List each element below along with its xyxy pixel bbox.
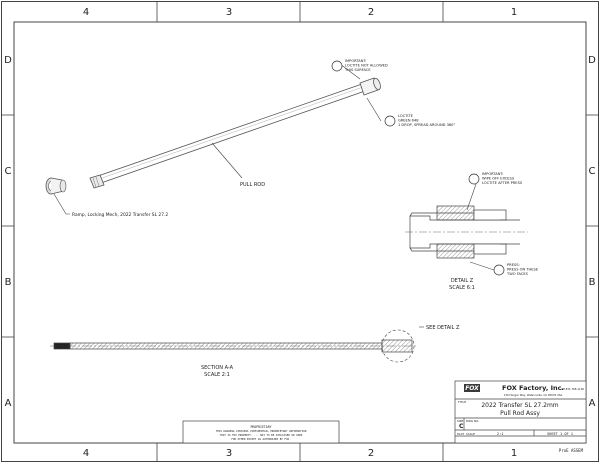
proprietary-notice: PROPRIETARY THIS DRAWING CONTAINS CONFID…: [182, 420, 340, 444]
note-no-loctite-1: IMPORTANT:: [345, 59, 366, 63]
ramp-label: Ramp, Locking Mech, 2022 Transfer SL 27.…: [72, 212, 168, 218]
section-a-a-view: [50, 329, 416, 363]
note-no-loctite-3: THIS SURFACE: [344, 68, 371, 72]
col-label-2: 2: [368, 7, 374, 18]
note-wipe-1: IMPORTANT:: [482, 172, 503, 176]
note-press-3: TWO FACES: [506, 272, 529, 276]
ramp-part: [45, 177, 67, 195]
note-symbols: [331, 60, 505, 276]
sheet-number: SHEET 1 OF 1: [547, 432, 573, 436]
drawing-title-line-1: 2022 Transfer SL 27.2mm: [481, 402, 558, 409]
drawing-title-line-2: Pull Rod Assy: [500, 410, 540, 417]
plot-scale-value: 2:1: [497, 432, 504, 436]
title-block-footer: ProE ASSEM: [559, 448, 584, 453]
col-label-2-bottom: 2: [368, 448, 374, 459]
proprietary-line-3: THAT IS FOX PROPERTY. ... NOT TO BE DISC…: [220, 433, 303, 437]
col-label-3-bottom: 3: [226, 448, 232, 459]
note-wipe-3: LOCTITE AFTER PRESS: [482, 181, 523, 185]
row-label-a: A: [5, 398, 12, 409]
row-label-b: B: [5, 277, 12, 288]
proprietary-line-2: THIS DRAWING CONTAINS CONFIDENTIAL PROPR…: [216, 429, 307, 433]
section-scale: SCALE 2:1: [204, 372, 230, 378]
proprietary-line-4: FOR OTHER EXCEPT AS AUTHORIZED BY FOX.: [231, 437, 290, 441]
pull-rod-label: PULL ROD: [240, 182, 265, 188]
note-loctite-3: 1 DROP, SPREAD AROUND 360°: [398, 123, 455, 127]
drawing-frame: [13, 21, 587, 444]
detail-z-view: [405, 205, 528, 259]
row-label-a-right: A: [589, 398, 596, 409]
note-wipe-2: WIPE OFF EXCESS: [482, 177, 515, 181]
size-label: SIZE: [457, 419, 464, 423]
pull-rod-isometric: [89, 77, 381, 189]
proprietary-line-1: PROPRIETARY: [250, 425, 271, 429]
row-label-c: C: [5, 166, 12, 177]
col-label-4: 4: [83, 7, 89, 18]
row-label-d: D: [4, 55, 12, 66]
col-label-1: 1: [511, 7, 517, 18]
note-no-loctite-2: LOCTITE NOT ALLOWED: [345, 64, 388, 68]
note-press-2: PRESS ON THESE: [507, 268, 539, 272]
plot-scale-label: PLOT SCALE: [457, 432, 475, 436]
col-label-1-bottom: 1: [511, 448, 517, 459]
fox-logo-box: [464, 384, 480, 392]
note-loctite-2: GREEN 648: [398, 119, 419, 123]
company-address: 130 Hangar Way, Watsonville, CA 95076 US…: [504, 393, 563, 397]
company-phone: PH 831-768-1100: [561, 387, 584, 391]
see-detail-label: SEE DETAIL Z: [426, 325, 460, 331]
detail-scale: SCALE 6:1: [449, 285, 475, 291]
row-label-d-right: D: [588, 55, 596, 66]
size-value: C: [459, 423, 464, 430]
col-label-4-bottom: 4: [83, 448, 89, 459]
note-loctite-1: LOCTITE: [398, 114, 414, 118]
col-label-3: 3: [226, 7, 232, 18]
note-press-1: PRESS:: [507, 263, 520, 267]
row-label-b-right: B: [589, 277, 596, 288]
row-label-c-right: C: [589, 166, 596, 177]
dwg-no-label: DWG NO.: [466, 419, 479, 423]
detail-title: DETAIL Z: [451, 278, 474, 284]
fox-logo: FOX: [465, 385, 479, 392]
leader-lines: [53, 60, 495, 328]
company-name: FOX Factory, Inc.: [502, 384, 564, 392]
title-label: TITLE: [457, 400, 466, 404]
section-title: SECTION A-A: [201, 365, 234, 371]
